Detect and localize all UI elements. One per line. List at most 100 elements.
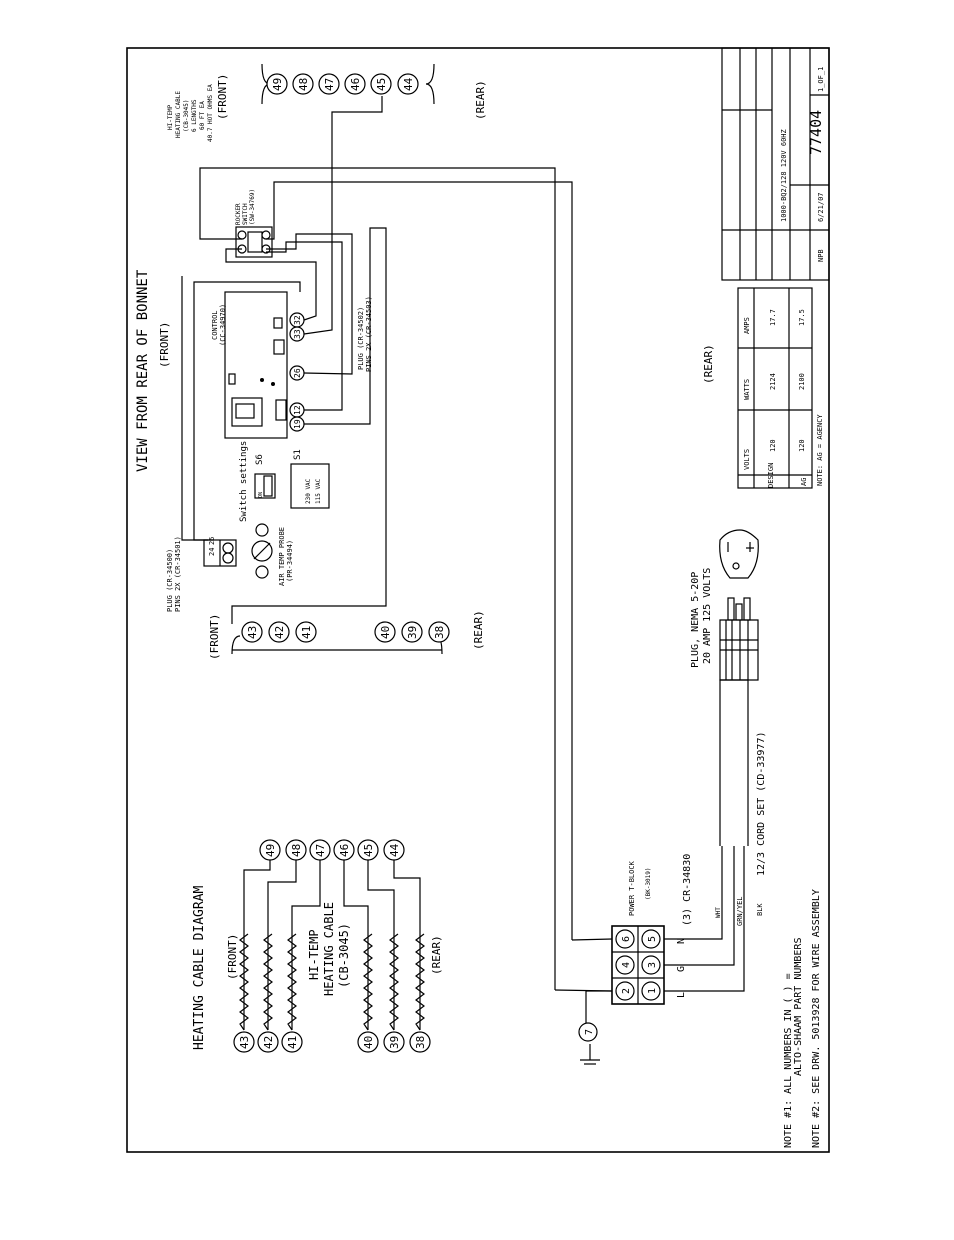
svg-text:(SW-34769): (SW-34769) [249,189,256,225]
heating-top-number: 48 [290,844,303,857]
terminal-number: 43 [246,626,259,639]
plug-main-pins: PINS 2X (CR-34503) [365,296,373,372]
note-1b: ALTO-SHAAM PART NUMBERS [793,938,804,1076]
title-initials: NPB [817,249,825,262]
heating-bottom-number: 43 [238,1036,251,1049]
front-label-mid: (FRONT) [208,614,221,660]
block-terminal: 3 [647,962,658,968]
heating-top-number: 47 [314,844,327,857]
probe-label: AIR TEMP PROBE [278,527,286,586]
rear-label-mid: (REAR) [472,610,485,650]
heating-top-number: 49 [264,844,277,857]
block-terminal: 6 [621,936,632,942]
power-block-part: (BK-3019) [645,867,652,900]
s1-option-115: 115 VAC [315,478,322,504]
notes: NOTE #1: ALL NUMBERS IN ( ) = ALTO-SHAAM… [783,889,822,1148]
terminal-number: 42 [273,626,286,639]
cord-wires: WHT GRN/YEL BLK 12/3 CORD SET (CD-33977) [664,679,767,992]
control-pin: 19 [293,419,302,429]
terminal-number: 48 [297,78,310,91]
title-sheet: 1_OF_1 [817,67,825,92]
probe-pin: 24 [208,548,216,556]
svg-text:HEATING CABLE: HEATING CABLE [175,91,182,138]
hot-cable-spec: HI-TEMP HEATING CABLE (CB-3045) 6 LENGTH… [167,74,229,142]
s1-label: S1 [293,449,303,460]
terminal-number: 46 [349,78,362,91]
heating-bottom-number: 38 [414,1036,427,1049]
svg-text:SWITCH: SWITCH [242,203,249,225]
ground-number: 7 [584,1029,595,1035]
block-letter-g: G [676,966,687,972]
control-pin: 32 [293,315,302,325]
title-date: 6/21/07 [817,192,825,222]
terminal-number: 45 [375,78,388,91]
svg-text:(CB-3045): (CB-3045) [183,99,190,132]
control-pin: 26 [293,368,302,378]
wire-wht: WHT [715,907,722,918]
spec-cell: 17.5 [798,309,806,326]
terminal-number: 47 [323,78,336,91]
nema-plug: PLUG, NEMA 5-20P 20 AMP 125 VOLTS [690,529,759,681]
heating-top-number: 46 [338,844,351,857]
spec-header-volts: VOLTS [743,449,751,470]
spec-row-label-design: DESIGN [767,463,775,488]
s6-label: S6 [255,454,265,465]
heating-bottom-number: 40 [362,1036,375,1049]
rear-label-top: (REAR) [474,80,487,120]
air-temp-probe: 24 25 PLUG (CR-34500) PINS 2X (CR-34501)… [166,523,294,612]
sheet-border [126,47,830,1153]
spec-cell: 120 [798,439,806,452]
power-block-connectors: (3) CR-34830 [682,854,693,926]
block-terminal: 5 [647,936,658,942]
svg-text:40.7 HOT OHMS EA: 40.7 HOT OHMS EA [207,84,214,142]
block-letter-l: L [676,992,687,998]
svg-text:6 LENGTHS: 6 LENGTHS [191,99,198,132]
spec-header-amps: AMPS [743,317,751,334]
heating-bottom-number: 42 [262,1036,275,1049]
spec-cell: 2124 [769,373,777,390]
title-model: 1000-BQ2/128 120V 60HZ [780,129,788,222]
control-label: CONTROL [211,310,219,340]
control-wiring [181,96,573,990]
terminal-number: 49 [271,78,284,91]
on-label: ON [258,492,264,498]
plug-nema-label: PLUG, NEMA 5-20P [690,572,701,668]
svg-text:HI-TEMP: HI-TEMP [167,104,174,130]
heating-cable-diagram: HEATING CABLE DIAGRAM (FRONT) (REAR) HI-… [192,839,443,1053]
svg-text:ROCKER: ROCKER [235,203,242,225]
heating-top-number: 45 [362,844,375,857]
svg-text:60 FT EA: 60 FT EA [199,101,206,130]
front-label-title: (FRONT) [158,322,171,368]
terminal-number: 44 [402,77,415,91]
spec-cell: 2100 [798,373,806,390]
control-pin: 33 [293,329,302,339]
cable-terminals-mid: 43 42 41 40 39 38 [231,621,450,655]
block-terminal: 1 [647,988,658,994]
s1-option-230: 230 VAC [305,478,312,504]
terminal-number: 41 [300,626,313,639]
switch-settings-label: Switch settings [239,441,249,522]
heating-bottom-number: 41 [286,1036,299,1049]
spec-header-watts: WATTS [743,379,751,400]
heating-diagram-label3: (CB-3045) [337,923,351,988]
rear-label-right: (REAR) [702,344,715,384]
heating-diagram-label2: HEATING CABLE [322,902,336,996]
heating-diagram-front: (FRONT) [226,934,239,980]
terminal-number: 39 [406,626,419,639]
switch-settings: Switch settings S6 ON S1 230 VAC 115 VAC [239,441,330,522]
plug-rating-label: 20 AMP 125 VOLTS [702,568,713,664]
block-terminal: 4 [621,962,632,968]
plug-main-label: PLUG (CR-34502) [357,307,365,370]
heating-diagram-rear: (REAR) [430,935,443,975]
cable-terminals-top: 49 48 47 46 45 44 [261,63,435,105]
cord-set-label: 12/3 CORD SET (CD-33977) [756,732,767,877]
spec-cell: 120 [769,439,777,452]
spec-note: NOTE: AG = AGENCY [816,414,824,486]
diagram-title: VIEW FROM REAR OF BONNET [135,269,151,472]
heating-bottom-number: 39 [388,1036,401,1049]
spec-cell: 17.7 [769,309,777,326]
wire-grn: GRN/YEL [736,896,744,926]
title-drawing-number: 77404 [807,110,825,155]
